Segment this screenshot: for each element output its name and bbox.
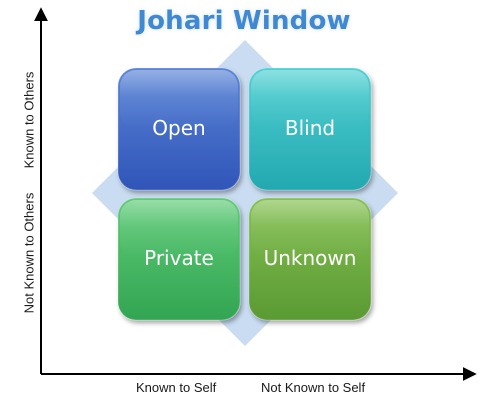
diagram-title: Johari Window (137, 6, 351, 36)
y-axis-label-not-known-to-others: Not Known to Others (21, 192, 37, 314)
quadrant-private: Private (117, 197, 241, 321)
y-axis-label-known-to-others: Known to Others (21, 71, 37, 169)
quadrant-unknown: Unknown (248, 197, 372, 321)
quadrant-blind: Blind (248, 67, 372, 191)
x-axis-label-not-known-to-self: Not Known to Self (261, 380, 366, 395)
quadrant-unknown-label: Unknown (264, 246, 357, 270)
quadrant-open-label: Open (152, 116, 205, 140)
quadrant-blind-label: Blind (285, 116, 335, 140)
x-axis-label-known-to-self: Known to Self (136, 380, 217, 395)
quadrant-open: Open (117, 67, 241, 191)
quadrant-private-label: Private (144, 246, 214, 270)
